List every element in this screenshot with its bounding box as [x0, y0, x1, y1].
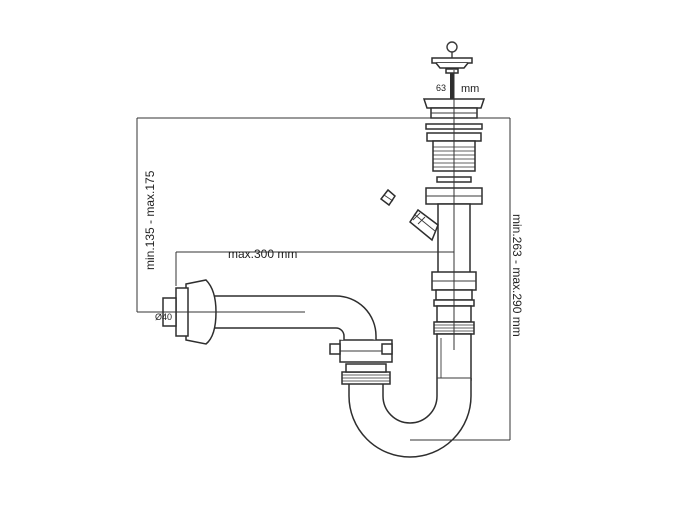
total-height-label: min.263 - max.290 mm: [510, 214, 524, 337]
horizontal-length-label: max.300 mm: [228, 247, 297, 261]
vertical-height-label: min.135 - max.175: [143, 170, 157, 270]
screw-size-label: 63: [436, 83, 446, 93]
screw-unit-label: mm: [461, 83, 479, 95]
trap-left-riser: [341, 363, 391, 385]
union-nut-trap: [329, 339, 393, 363]
screw: [445, 68, 459, 99]
horizontal-pipe: [212, 295, 377, 340]
overflow-connector: [408, 208, 439, 242]
pipe-diameter-label: Ø40: [155, 312, 172, 322]
strainer-plug: [431, 41, 473, 69]
u-trap: [348, 377, 472, 458]
overflow-cap: [379, 188, 396, 207]
